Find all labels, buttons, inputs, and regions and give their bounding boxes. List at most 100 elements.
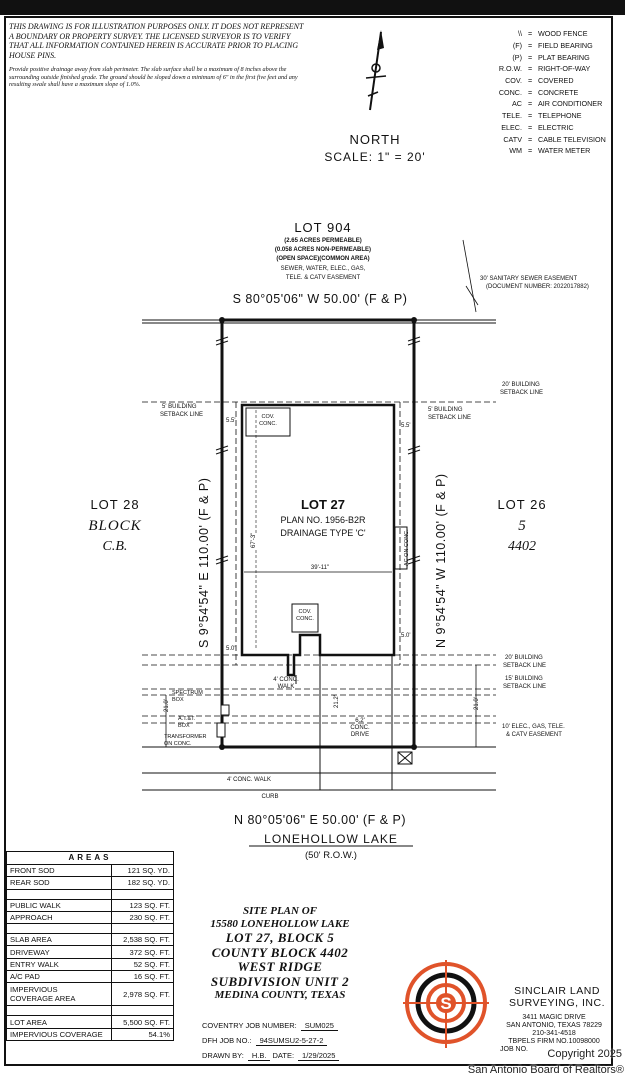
sinclair-logo-icon: S — [403, 960, 489, 1048]
areas-key: LOT AREA — [7, 1016, 112, 1028]
rear-conc: CONC. — [259, 420, 277, 427]
legend-row: \\ = WOOD FENCE — [462, 28, 612, 40]
company-line-2: SURVEYING, INC. — [509, 997, 605, 1009]
title-block: SITE PLAN OF 15580 LONEHOLLOW LAKE LOT 2… — [180, 905, 380, 1002]
legend-meaning: TELEPHONE — [538, 111, 582, 121]
rear-cov: COV. — [261, 414, 275, 420]
walk-dim: 4' CONC. — [273, 677, 299, 683]
legend-equals: = — [528, 122, 533, 132]
areas-value: 182 SQ. YD. — [127, 878, 171, 888]
areas-row — [7, 1006, 173, 1017]
legend-meaning: CABLE TELEVISION — [538, 134, 606, 144]
addr-2: SAN ANTONIO, TEXAS 78229 — [506, 1022, 602, 1029]
legend-symbol: \\ — [518, 29, 522, 39]
date-value: 1/29/2025 — [298, 1051, 340, 1061]
walk-label: 4' CONC. WALK — [266, 677, 306, 691]
areas-value: 2,978 SQ. FT. — [123, 989, 170, 999]
lot28-cb: C.B. — [102, 539, 128, 554]
drawn-label: DRAWN BY: — [202, 1051, 244, 1060]
title-line-2: 15580 LONEHOLLOW LAKE — [210, 918, 350, 930]
dim-21-0-left: 21.0' — [164, 699, 170, 712]
legend-symbol: TELE. — [502, 111, 522, 121]
areas-row — [7, 889, 173, 900]
legend-meaning: RIGHT-OF-WAY — [538, 64, 591, 74]
scale-label: SCALE: 1" = 20' — [324, 150, 426, 164]
curb-label: CURB — [261, 794, 279, 800]
legend-row: CONC. = CONCRETE — [462, 86, 612, 98]
dim-5-5-left: 5.5' — [226, 418, 236, 424]
legend-symbol: CONC. — [498, 87, 522, 97]
areas-value: 372 SQ. FT. — [129, 947, 170, 957]
ac-conc: AC ON CONC. — [404, 529, 410, 566]
legend-meaning: COVERED — [538, 76, 574, 86]
lot904-open-space: (OPEN SPACE)(COMMON AREA) — [276, 256, 370, 262]
rear-cov-conc: COV. CONC. — [246, 414, 290, 427]
legend-row: CATV=CABLE TELEVISION — [462, 133, 612, 145]
legend-symbol: CATV — [503, 134, 522, 144]
areas-row: A/C PAD 16 SQ. FT. — [7, 971, 173, 984]
legend-row: (F)=FIELD BEARING — [462, 40, 612, 52]
company-name: SINCLAIR LAND SURVEYING, INC. — [497, 985, 617, 1009]
title-line-3: LOT 27, BLOCK 5 — [225, 930, 335, 945]
lot28-block: BLOCK — [88, 518, 142, 534]
areas-value: 54.1% — [148, 1029, 170, 1039]
areas-value: 121 SQ. YD. — [127, 866, 171, 876]
legend-equals: = — [528, 52, 533, 62]
water-meter-icon — [397, 751, 413, 765]
areas-key: DRIVEWAY — [7, 946, 112, 958]
legend-meaning: PLAT BEARING — [538, 52, 590, 62]
title-line-1: SITE PLAN OF — [243, 905, 317, 917]
sewer-easement-2: (DOCUMENT NUMBER: 2022017882) — [486, 284, 589, 290]
legend-meaning: AIR CONDITIONER — [538, 99, 603, 109]
copyright: Copyright 2025 — [547, 1048, 622, 1060]
dim-depth: 67'-3" — [251, 532, 257, 548]
dim-5-0-right: 5.0' — [401, 633, 411, 639]
addr-5: JOB NO. — [500, 1046, 529, 1053]
left-setback-2: SETBACK LINE — [160, 412, 204, 418]
legend-meaning: CONCRETE — [538, 87, 579, 97]
transformer-1: TRANSFORMER — [164, 734, 207, 740]
legend-row: R.O.W.=RIGHT-OF-WAY — [462, 63, 612, 75]
top-border — [0, 0, 625, 15]
drive-conc: CONC. — [350, 725, 370, 731]
rear-setback-1: 20' BUILDING — [502, 382, 540, 388]
areas-row: ENTRY WALK 52 SQ. FT. — [7, 958, 173, 972]
dim-21-2: 21.2' — [334, 695, 340, 708]
spectrum-1: SPECTRUM — [172, 690, 203, 696]
legend-meaning: ELECTRIC — [538, 122, 574, 132]
title-line-5: WEST RIDGE — [237, 959, 323, 974]
legend-equals: = — [528, 76, 533, 86]
legend-symbol: (F) — [512, 41, 522, 51]
areas-value: 16 SQ. FT. — [133, 972, 170, 982]
dim-21-0-right: 21.0' — [474, 697, 480, 710]
street-name: LONEHOLLOW LAKE — [264, 832, 398, 846]
watermark: San Antonio Board of Realtors® — [467, 1064, 624, 1076]
areas-key — [7, 1006, 112, 1016]
drive-label: 6.2' CONC. DRIVE — [345, 718, 375, 739]
dfh-value: 94SUMSU2-5-27-2 — [255, 1036, 328, 1046]
areas-key: ENTRY WALK — [7, 958, 112, 971]
utility-easement-1: 10' ELEC., GAS, TELE. — [502, 724, 565, 730]
areas-value: 52 SQ. FT. — [133, 959, 170, 969]
legend-meaning: WOOD FENCE — [538, 29, 588, 39]
legend-equals: = — [528, 87, 533, 97]
areas-key: SLAB AREA — [7, 934, 112, 946]
areas-key — [7, 924, 112, 934]
legend-equals: = — [528, 29, 533, 39]
company-line-1: SINCLAIR LAND — [514, 985, 600, 997]
bearing-west: S 9°54'54" E 110.00' (F & P) — [197, 477, 211, 648]
legend-row: ELEC.=ELECTRIC — [462, 122, 612, 134]
date-label: DATE: — [272, 1051, 295, 1060]
title-line-7: MEDINA COUNTY, TEXAS — [214, 989, 346, 1001]
left-setback-1: 5' BUILDING — [162, 404, 197, 410]
areas-key: A/C PAD — [7, 971, 112, 983]
drive-dim: 6.2' — [355, 718, 365, 724]
job-info: COVENTRY JOB NUMBER:SUM025 DFH JOB NO.:9… — [202, 1018, 340, 1063]
areas-key: PUBLIC WALK — [7, 899, 112, 911]
